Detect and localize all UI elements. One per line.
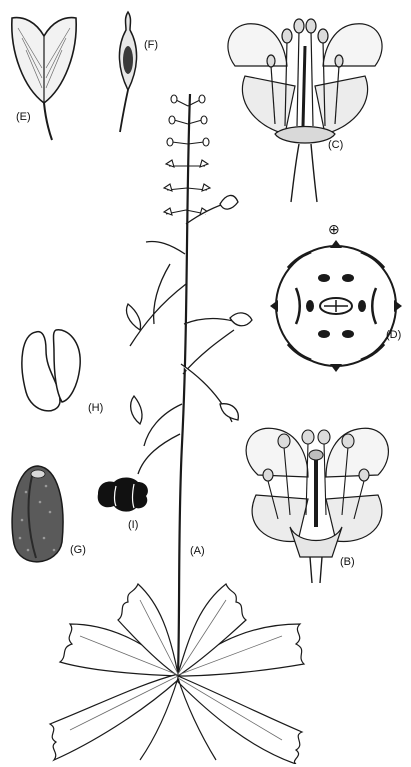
label-d: (D)	[386, 330, 401, 341]
label-b: (B)	[340, 557, 355, 568]
label-a: (A)	[190, 546, 205, 557]
figure-a-plant	[20, 84, 320, 764]
label-f: (F)	[144, 40, 158, 51]
label-c: (C)	[328, 140, 343, 151]
diagram-axis-symbol: ⊕	[328, 222, 340, 236]
